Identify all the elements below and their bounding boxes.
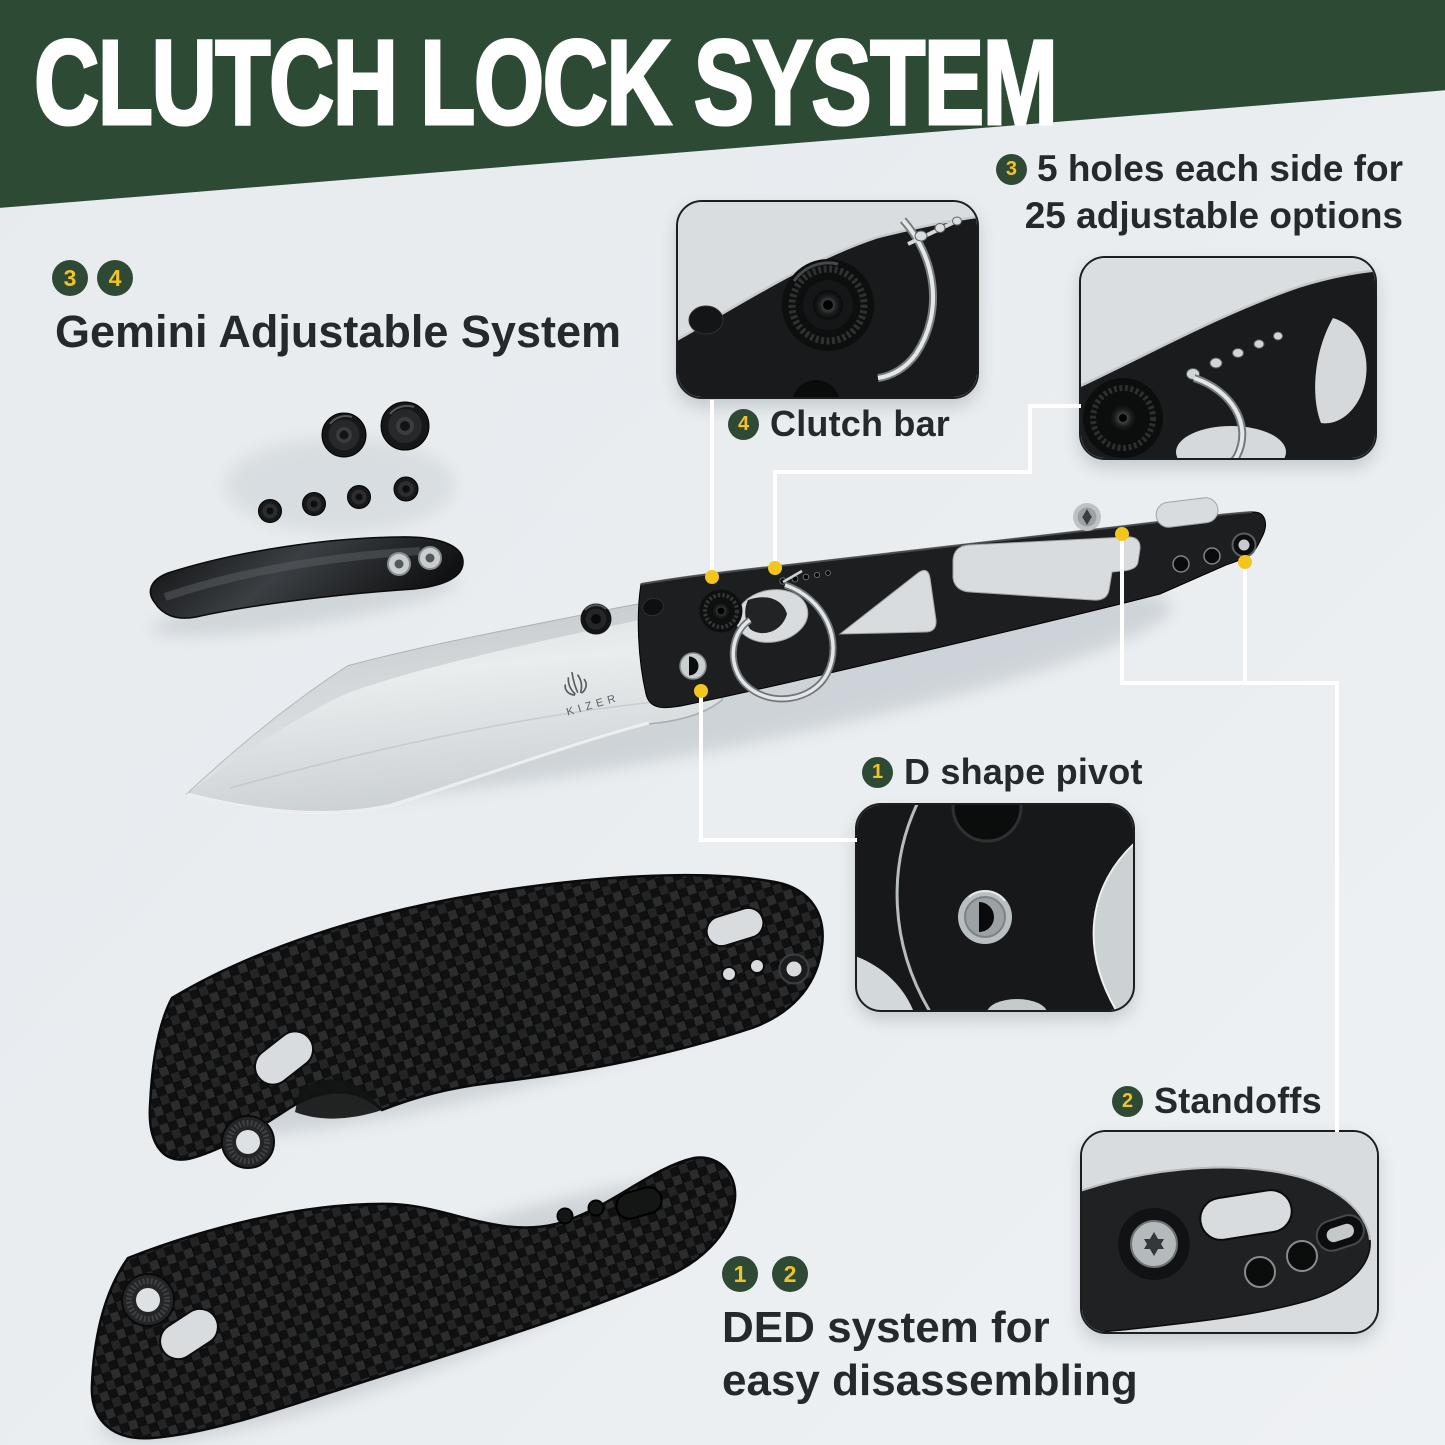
ded-line1: DED system for — [722, 1303, 1050, 1352]
badge-1-pivot: 1 — [862, 756, 893, 788]
pocket-clip — [149, 536, 464, 619]
lead-standoffs-a — [1120, 536, 1339, 1132]
inset-d-pivot-closeup — [855, 803, 1135, 1012]
dot-standoff-a — [1115, 527, 1129, 541]
gemini-system-title: Gemini Adjustable System — [55, 306, 621, 357]
dot-five-holes — [768, 561, 782, 575]
handle-scale-lower — [90, 1156, 737, 1440]
badge-3-holes: 3 — [995, 153, 1027, 185]
dot-d-pivot — [694, 684, 708, 698]
inset-clutch-bar-closeup — [676, 200, 979, 399]
lead-d-pivot — [699, 691, 857, 842]
five-holes-line1: 5 holes each side for — [1036, 148, 1403, 189]
five-holes-callout: 3 5 holes each side for 25 adjustable op… — [995, 148, 1403, 237]
d-pivot-callout: 1 D shape pivot — [862, 751, 1143, 793]
standoffs-callout: 2 Standoffs — [1112, 1080, 1322, 1122]
badge-2-ded: 2 — [772, 1256, 808, 1292]
clutch-bar-callout: 4 Clutch bar — [728, 403, 950, 445]
d-pivot-label: D shape pivot — [904, 751, 1143, 792]
five-holes-line2: 25 adjustable options — [1024, 195, 1403, 236]
main-pivot-screw — [580, 603, 612, 635]
inset-standoffs-closeup — [1080, 1130, 1379, 1334]
knife-assembly: KIZER — [185, 497, 1266, 814]
anchor-dots — [694, 527, 1252, 698]
standoffs-label: Standoffs — [1154, 1080, 1322, 1121]
d-pivot-ring — [679, 652, 707, 680]
body-screws — [258, 476, 419, 523]
badge-1-ded: 1 — [722, 1256, 758, 1292]
dot-clutch-bar — [705, 570, 719, 584]
clutch-knob — [699, 589, 743, 633]
lead-five-holes — [773, 404, 1081, 568]
gemini-badges: 3 4 — [52, 260, 133, 296]
clutch-bar-label: Clutch bar — [770, 403, 951, 444]
badge-3: 3 — [52, 260, 88, 296]
page-title: CLUTCH LOCK SYSTEM — [33, 14, 1059, 150]
dot-standoff-b — [1238, 555, 1252, 569]
ded-line2: easy disassembling — [722, 1356, 1138, 1406]
inset-five-holes-closeup — [1079, 256, 1377, 460]
badge-4-clutch: 4 — [728, 408, 759, 440]
clutch-bar-wire — [729, 581, 837, 703]
torx-screw — [1073, 503, 1101, 531]
ded-system-callout: 1 2 DED system for easy disassembling — [722, 1256, 1138, 1406]
adjustment-holes — [779, 570, 831, 585]
handle-scale-upper — [148, 873, 824, 1169]
pivot-screws — [321, 401, 430, 458]
badge-4: 4 — [97, 260, 133, 296]
badge-2-standoffs: 2 — [1112, 1085, 1143, 1117]
